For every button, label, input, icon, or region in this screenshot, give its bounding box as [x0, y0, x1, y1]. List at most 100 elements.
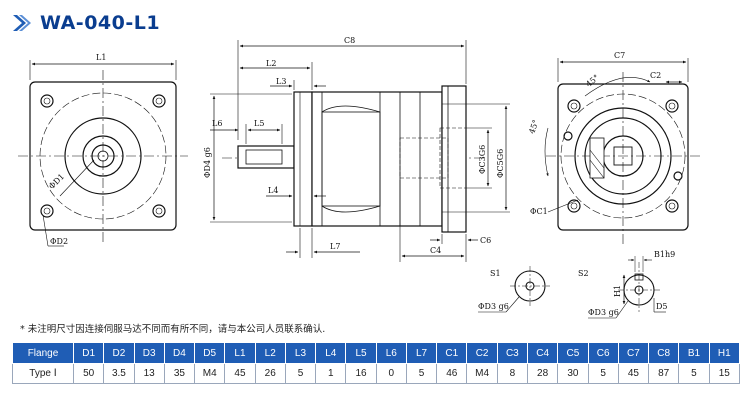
label-c7: C7 — [614, 51, 625, 60]
table-cell: 35 — [163, 363, 196, 384]
label-l4: L4 — [268, 186, 278, 195]
table-cell: 5 — [284, 363, 317, 384]
table-header-cell: C1 — [436, 342, 468, 364]
table-cell: 15 — [708, 363, 741, 384]
table-cell: 87 — [648, 363, 680, 384]
table-cell: 3.5 — [103, 363, 135, 384]
label-s2: S2 — [578, 269, 589, 278]
table-cell: 46 — [436, 363, 468, 384]
table-header-cell: D3 — [133, 342, 165, 364]
shaft-s2-detail — [588, 256, 666, 319]
label-s1: S1 — [490, 269, 501, 278]
table-header-cell: L6 — [375, 342, 407, 364]
label-l1: L1 — [96, 53, 106, 62]
table-cell: 26 — [254, 363, 286, 384]
label-angle-left: 45° — [527, 119, 540, 135]
dim-d1-leader — [59, 159, 95, 197]
label-c6: C6 — [480, 236, 491, 245]
label-d4: ΦD4 g6 — [203, 147, 212, 178]
table-header-cell: C4 — [526, 342, 559, 364]
table-cell: 13 — [133, 363, 165, 384]
table-header-cell: D4 — [163, 342, 196, 364]
label-l3: L3 — [276, 77, 286, 86]
front-shaft-circle — [91, 144, 115, 168]
side-output-flange — [293, 91, 313, 227]
table-cell: 30 — [557, 363, 589, 384]
label-l7: L7 — [330, 242, 340, 251]
front-hub-circle — [82, 135, 124, 177]
back-bolt-hole-tl — [567, 99, 581, 113]
table-header-cell: L3 — [284, 342, 317, 364]
table-cell: 0 — [375, 363, 407, 384]
title-bar: WA-040-L1 — [10, 8, 160, 38]
shaft-s1-detail — [478, 266, 550, 313]
table-cell: 8 — [496, 363, 528, 384]
table-cell: 16 — [345, 363, 377, 384]
table-header-cell: C7 — [617, 342, 650, 364]
table-header-cell: H1 — [708, 342, 741, 364]
table-header-cell: C6 — [587, 342, 619, 364]
back-bolt-hole-bl — [567, 199, 581, 213]
label-l6: L6 — [212, 119, 222, 128]
footnote: * 未注明尺寸因连接伺服马达不同而有所不同，请与本公司人员联系确认. — [20, 324, 326, 335]
front-bolt-hole-tl — [40, 94, 54, 108]
table-header-cell: C2 — [466, 342, 498, 364]
label-b1: B1h9 — [654, 250, 675, 259]
back-view — [544, 58, 700, 244]
front-center-hole — [97, 150, 109, 162]
table-header-cell: D1 — [72, 342, 105, 364]
table-header-cell: L5 — [345, 342, 377, 364]
technical-drawing: L1 ΦD1 ΦD2 — [18, 36, 700, 319]
back-pilot-ring — [584, 117, 662, 195]
table-header-cell: Flange — [12, 342, 74, 364]
table-cell: M4 — [466, 363, 498, 384]
table-header-cell: C3 — [496, 342, 528, 364]
table-cell: 5 — [678, 363, 710, 384]
back-outer-ring — [574, 107, 672, 205]
label-c1: ΦC1 — [530, 207, 548, 216]
label-c8: C8 — [344, 36, 355, 45]
front-pilot-circle — [64, 117, 142, 195]
table-cell: 5 — [587, 363, 619, 384]
label-l5: L5 — [254, 119, 264, 128]
label-s2-d3: ΦD3 g6 — [588, 308, 619, 317]
table-cell: 50 — [72, 363, 105, 384]
dim-c1-leader — [547, 199, 579, 213]
table-cell: 28 — [526, 363, 559, 384]
back-clamp-slot — [589, 137, 605, 179]
label-c5: ΦC5G6 — [496, 149, 505, 178]
label-l2: L2 — [266, 59, 276, 68]
back-bolt-hole-tr — [665, 99, 679, 113]
side-motor-adapter — [441, 85, 467, 233]
table-cell: Type Ⅰ — [12, 363, 74, 384]
table-cell: 45 — [224, 363, 256, 384]
table-cell: 45 — [617, 363, 650, 384]
label-d2: ΦD2 — [50, 237, 68, 246]
page-title: WA-040-L1 — [40, 12, 161, 34]
front-view — [18, 60, 188, 247]
label-c4: C4 — [430, 246, 441, 255]
dim-angle-arc-left — [544, 127, 549, 177]
table-header-cell: B1 — [678, 342, 710, 364]
label-s1-d3: ΦD3 g6 — [478, 302, 509, 311]
table-cell: 5 — [405, 363, 438, 384]
label-h1: H1 — [613, 285, 622, 297]
back-pcd-circle — [560, 93, 686, 219]
table-cell: M4 — [194, 363, 226, 384]
label-c2: C2 — [650, 71, 661, 80]
table-header-cell: L1 — [224, 342, 256, 364]
side-keyway — [245, 149, 283, 165]
table-cell: 1 — [315, 363, 347, 384]
table-header-cell: C5 — [557, 342, 589, 364]
table-header-cell: C8 — [648, 342, 680, 364]
front-bolt-hole-br — [152, 204, 166, 218]
front-bolt-hole-tr — [152, 94, 166, 108]
side-view — [210, 40, 510, 262]
front-bolt-hole-bl — [40, 204, 54, 218]
table-header-cell: L2 — [254, 342, 286, 364]
